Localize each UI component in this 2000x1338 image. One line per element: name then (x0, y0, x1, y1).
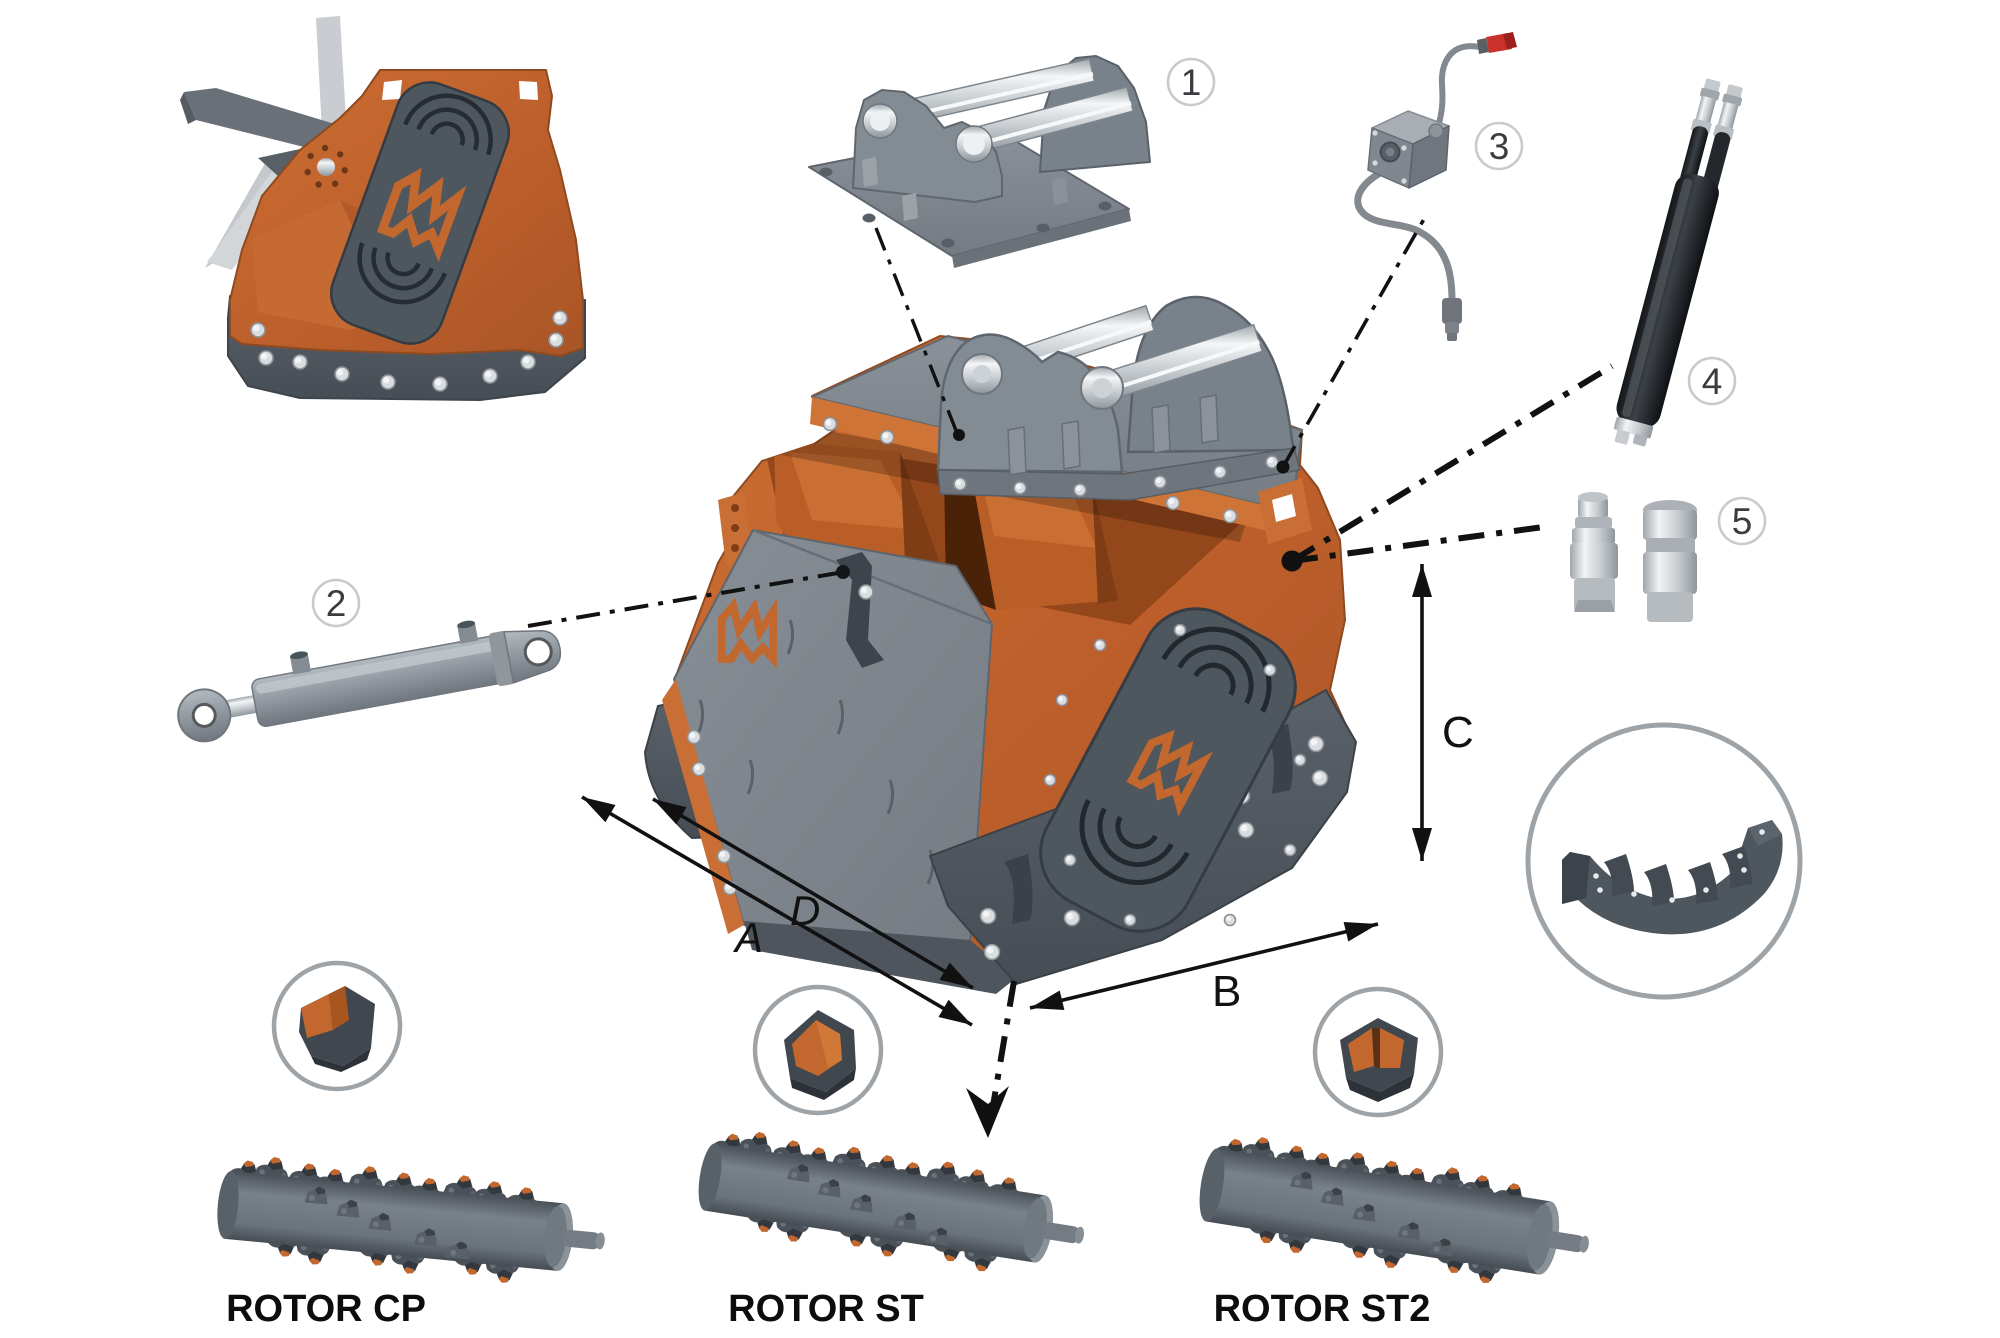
svg-text:ROTOR CP: ROTOR CP (226, 1288, 426, 1330)
svg-text:ROTOR ST: ROTOR ST (728, 1288, 924, 1330)
svg-text:B: B (1212, 967, 1241, 1016)
svg-text:4: 4 (1702, 361, 1723, 402)
svg-text:D: D (790, 887, 820, 934)
svg-text:2: 2 (326, 583, 347, 624)
svg-text:1: 1 (1181, 62, 1202, 103)
svg-text:C: C (1442, 708, 1474, 757)
svg-text:A: A (732, 914, 763, 961)
svg-text:5: 5 (1732, 501, 1753, 542)
svg-text:3: 3 (1489, 126, 1510, 167)
svg-text:ROTOR ST2: ROTOR ST2 (1214, 1288, 1431, 1330)
